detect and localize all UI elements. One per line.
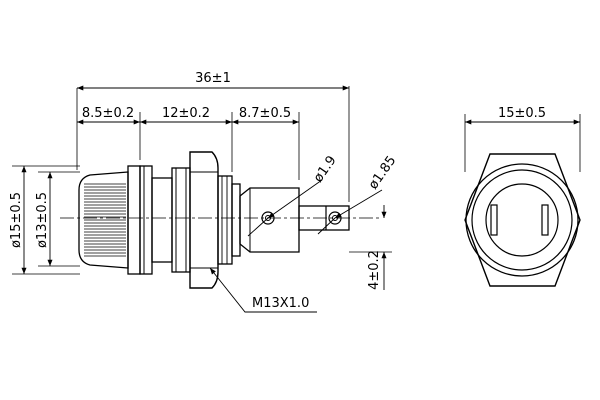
hole-2-label: ø1.85 <box>366 153 399 192</box>
hole-1-leader <box>267 179 323 219</box>
slot-left <box>490 204 498 236</box>
hole-1-label: ø1.9 <box>311 153 340 185</box>
lug-height-label: 4±0.2 <box>367 250 382 290</box>
middle-circle <box>471 169 573 271</box>
knurled-cap <box>78 165 153 275</box>
side-view: 36±1 8.5±0.2 12±0.2 8.7±0.5 ø15±0.5 ø13±… <box>9 71 399 313</box>
cap-length-label: 8.5±0.2 <box>82 106 134 121</box>
inner-diameter-label: ø13±0.5 <box>35 192 50 248</box>
end-view-width-label: 15±0.5 <box>498 106 546 121</box>
hex-outline <box>464 153 581 287</box>
hole-2-leader <box>334 189 383 219</box>
outer-diameter-label: ø15±0.5 <box>9 192 24 248</box>
thread-leader <box>209 267 317 313</box>
outer-circle <box>465 163 579 277</box>
hole-1-leader-tail <box>247 217 269 237</box>
slot-right <box>541 204 549 236</box>
extension-lines <box>76 86 350 202</box>
end-view: 15±0.5 <box>464 106 581 287</box>
body-length-label: 12±0.2 <box>162 106 210 121</box>
thread-label: M13X1.0 <box>252 296 309 311</box>
inner-circle <box>485 183 559 257</box>
body-and-nut <box>151 151 241 289</box>
lug-length-label: 8.7±0.5 <box>239 106 291 121</box>
overall-length-label: 36±1 <box>195 71 231 86</box>
hole-2-leader-tail <box>317 217 336 235</box>
